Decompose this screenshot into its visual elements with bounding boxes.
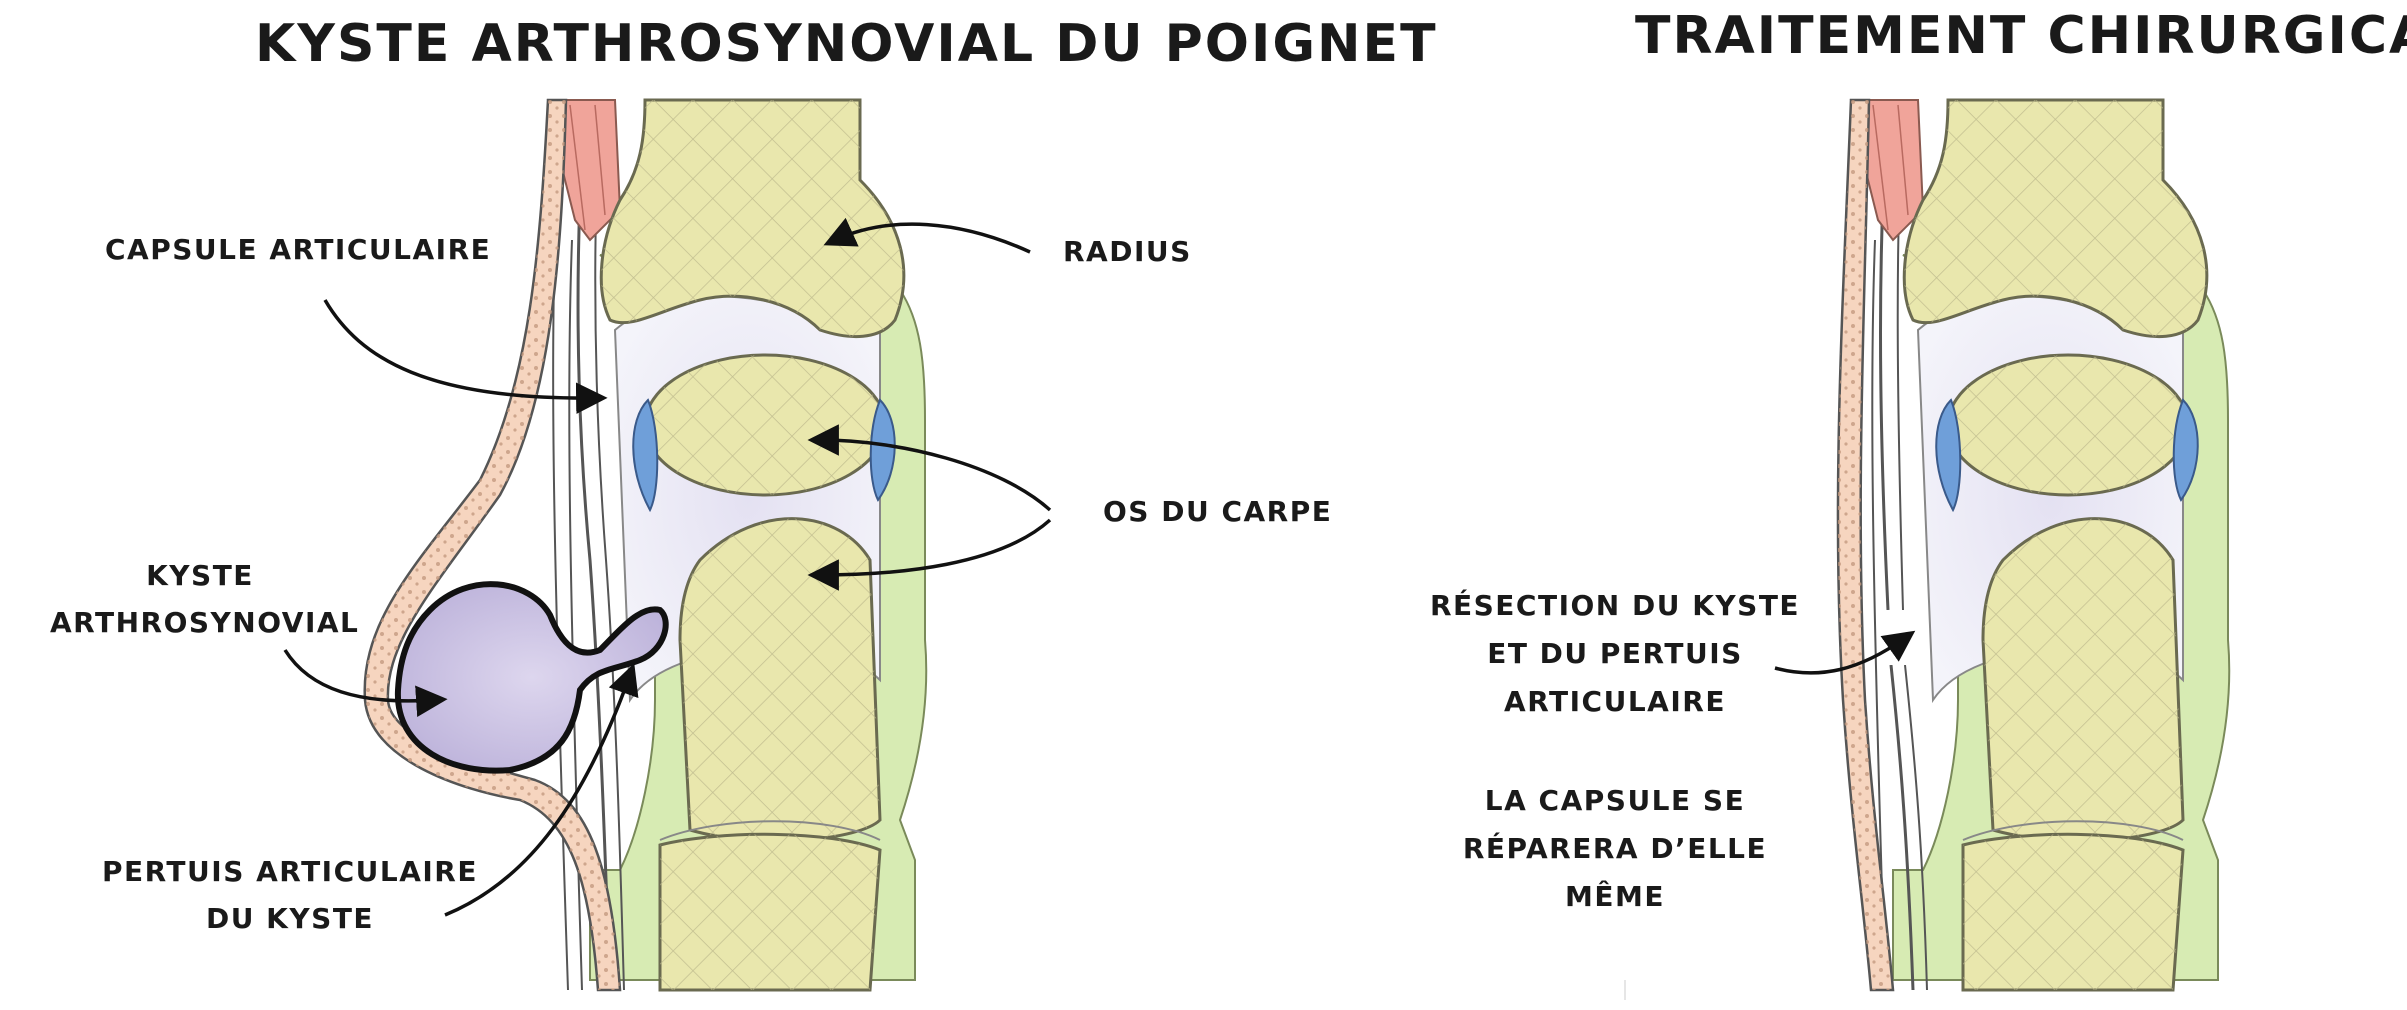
label-capsule-repair-line3: MÊME bbox=[1565, 880, 1665, 913]
label-pertuis-line2: DU KYSTE bbox=[205, 902, 375, 935]
arrow-radius bbox=[823, 217, 1031, 254]
right-arrows bbox=[1774, 630, 1916, 675]
left-panel-title: KYSTE ARTHROSYNOVIAL DU POIGNET bbox=[255, 14, 1438, 74]
label-resection-line1: RÉSECTION DU KYSTE bbox=[1429, 589, 1801, 622]
label-capsule-repair-line2: RÉPARERA D’ELLE bbox=[1462, 832, 1768, 865]
label-kyste-line2: ARTHROSYNOVIAL bbox=[50, 606, 360, 639]
label-radius: RADIUS bbox=[1063, 235, 1192, 268]
label-resection-line2: ET DU PERTUIS bbox=[1487, 637, 1743, 670]
left-arrows bbox=[283, 217, 1052, 917]
label-os-du-carpe: OS DU CARPE bbox=[1103, 495, 1333, 528]
arrow-carpe-upper bbox=[807, 424, 1052, 512]
arrow-resection bbox=[1774, 630, 1916, 675]
label-capsule-repair-line1: LA CAPSULE SE bbox=[1484, 784, 1746, 817]
right-wrist-section bbox=[1836, 98, 2231, 992]
arrow-capsule bbox=[323, 299, 608, 414]
joint-capsule-left bbox=[576, 99, 612, 991]
left-wrist-section bbox=[363, 98, 928, 992]
label-resection-line3: ARTICULAIRE bbox=[1504, 685, 1726, 718]
label-capsule-articulaire: CAPSULE ARTICULAIRE bbox=[105, 233, 492, 266]
label-pertuis-line1: PERTUIS ARTICULAIRE bbox=[101, 855, 478, 888]
arrow-kyste bbox=[283, 649, 448, 717]
right-panel-title: TRAITEMENT CHIRURGICAL bbox=[1635, 6, 2407, 66]
ligament-left-a bbox=[632, 398, 659, 513]
ligament-left-b bbox=[869, 398, 896, 502]
arrow-carpe-lower bbox=[807, 518, 1052, 591]
arrow-pertuis bbox=[444, 663, 639, 917]
label-kyste-line1: KYSTE bbox=[146, 559, 254, 592]
